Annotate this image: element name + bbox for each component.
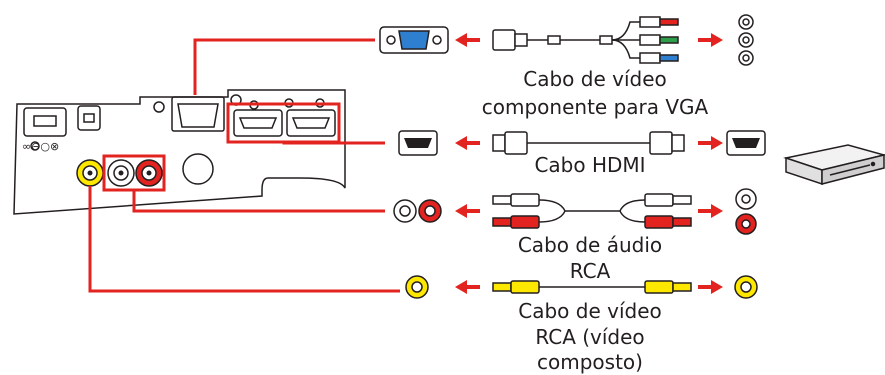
caption-rca-audio-line2: RCA	[569, 259, 611, 283]
component-jacks-right	[738, 14, 754, 66]
caption-component-vga-line2: componente para VGA	[481, 95, 709, 119]
svg-text:∞⊖○⊗: ∞⊖○⊗	[22, 140, 59, 153]
caption-hdmi: Cabo HDMI	[534, 153, 646, 177]
rca-video-port-left	[405, 275, 429, 299]
hdmi-port	[398, 130, 438, 156]
rca-video-port	[76, 159, 104, 187]
caption-rca-video-line1: Cabo de vídeo	[518, 299, 662, 323]
caption-rca-audio-line1: Cabo de áudio	[517, 233, 663, 257]
video-player-device	[783, 144, 885, 186]
callout-lines	[88, 38, 400, 293]
hdmi-port-right	[726, 130, 766, 156]
hdmi-cable	[492, 131, 685, 155]
rca-audio-ports-left	[393, 199, 442, 223]
caption-rca-video-line3: composto)	[537, 350, 643, 374]
projector-rear-panel: ∞⊖○⊗	[13, 89, 346, 215]
caption-component-vga-line1: Cabo de vídeo	[523, 67, 667, 91]
caption-rca-video-line2: RCA (vídeo	[535, 325, 645, 349]
vga-port	[379, 26, 449, 54]
rca-video-port-right	[734, 275, 758, 299]
rca-audio-ports-right	[735, 188, 757, 235]
rca-audio-cable	[492, 193, 692, 229]
rca-video-cable	[492, 280, 692, 294]
rca-audio-ports	[107, 159, 163, 187]
component-video-cable	[492, 16, 679, 64]
arrow-icon	[455, 33, 723, 294]
